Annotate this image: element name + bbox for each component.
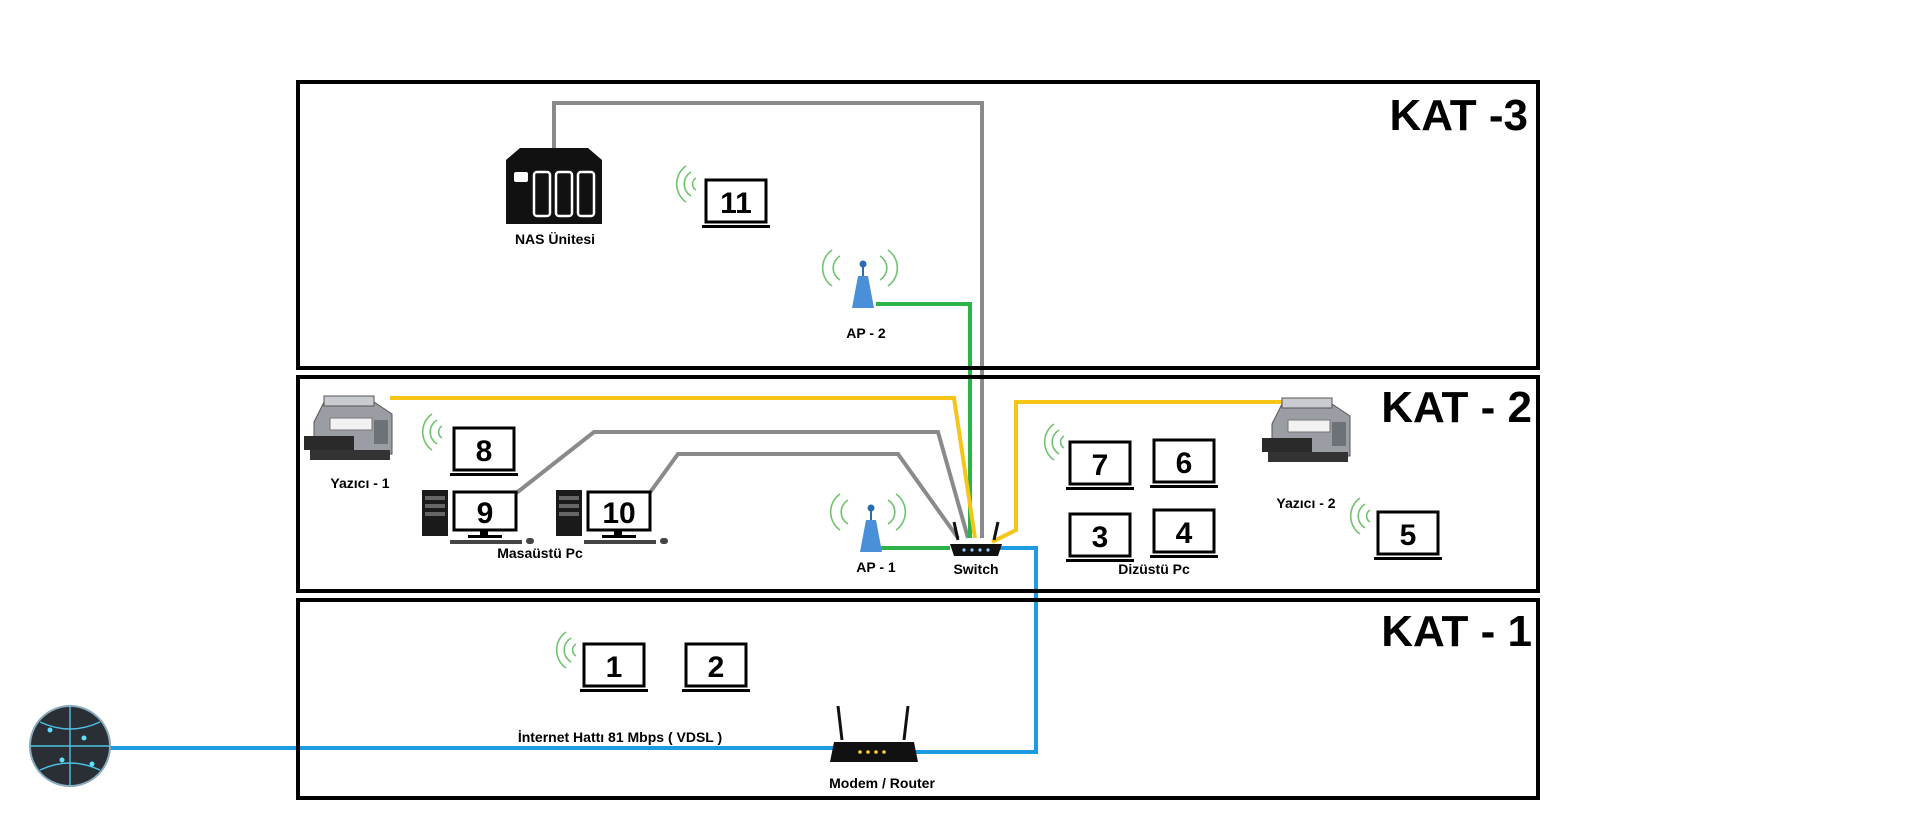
laptop-number: 6 xyxy=(1176,447,1193,480)
floor-1-title: KAT - 1 xyxy=(1381,607,1532,656)
access-point-icon xyxy=(829,493,907,553)
globe-icon xyxy=(29,705,111,787)
laptop-number: 5 xyxy=(1400,519,1417,552)
printer2-label: Yazıcı - 2 xyxy=(1276,495,1335,511)
nas-icon xyxy=(506,148,602,224)
laptop-number: 2 xyxy=(708,651,725,684)
laptop-number: 7 xyxy=(1092,449,1109,482)
wifi-icon xyxy=(1043,423,1065,461)
nas-cable xyxy=(552,101,984,538)
nas-label: NAS Ünitesi xyxy=(515,231,595,247)
access-point-icon xyxy=(821,249,899,309)
desktops-label: Masaüstü Pc xyxy=(497,545,583,561)
laptop-number: 4 xyxy=(1176,517,1193,550)
laptop-number: 8 xyxy=(476,435,493,468)
wifi-icon xyxy=(1349,497,1371,535)
floor-1-box xyxy=(296,598,1540,800)
laptop-7: 7 xyxy=(1064,440,1136,492)
floor-3-title: KAT -3 xyxy=(1389,91,1528,140)
printer-icon xyxy=(303,395,393,461)
wifi-icon xyxy=(421,413,443,451)
desktop-number: 9 xyxy=(477,497,494,530)
desktop-9: 9 xyxy=(420,488,536,546)
laptop-number: 1 xyxy=(606,651,623,684)
switch-icon xyxy=(950,521,1002,556)
floor-2-box xyxy=(296,375,1540,593)
switch-modem-cable xyxy=(912,546,1038,754)
modem-label: Modem / Router xyxy=(829,775,935,791)
internet-cable xyxy=(108,746,851,754)
printer1-label: Yazıcı - 1 xyxy=(330,475,389,491)
desktop-number: 10 xyxy=(602,497,635,530)
laptop-11: 11 xyxy=(700,178,772,230)
desktop-10-cable xyxy=(644,452,960,540)
laptop-3: 3 xyxy=(1064,512,1136,564)
laptop-4: 4 xyxy=(1148,508,1220,560)
wifi-icon xyxy=(675,165,697,203)
laptop-6: 6 xyxy=(1148,438,1220,490)
wifi-icon xyxy=(555,631,577,669)
laptop-number: 11 xyxy=(720,187,752,220)
printer2-cable xyxy=(991,400,1302,544)
floor-3-box xyxy=(296,80,1540,370)
laptop-8: 8 xyxy=(448,426,520,478)
router-icon xyxy=(830,705,918,762)
internet-line-label: İnternet Hattı 81 Mbps ( VDSL ) xyxy=(518,729,722,745)
laptop-1: 1 xyxy=(578,642,650,694)
floor-2-title: KAT - 2 xyxy=(1381,383,1532,432)
switch-label: Switch xyxy=(953,561,998,577)
desktop-10: 10 xyxy=(554,488,670,546)
ap1-label: AP - 1 xyxy=(856,559,896,575)
laptops-label: Dizüstü Pc xyxy=(1118,561,1190,577)
laptop-5: 5 xyxy=(1372,510,1444,562)
laptop-2: 2 xyxy=(680,642,752,694)
printer-icon xyxy=(1261,397,1351,463)
ap2-cable xyxy=(876,302,972,538)
desktop-9-cable xyxy=(508,430,970,539)
laptop-number: 3 xyxy=(1092,521,1109,554)
ap2-label: AP - 2 xyxy=(846,325,886,341)
printer1-cable xyxy=(390,396,977,539)
